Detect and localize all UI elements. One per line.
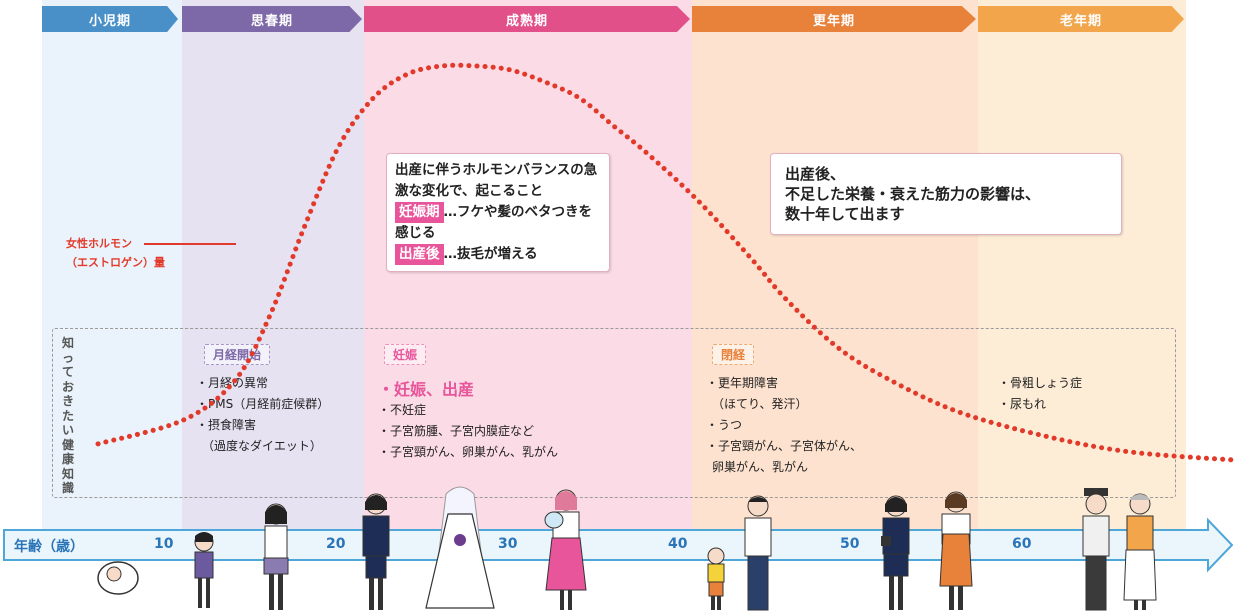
callout-item-pregnancy: 妊娠期…フケや髪のベタつきを感じる xyxy=(395,202,601,244)
middle-aged-woman-figure xyxy=(881,495,910,610)
hormone-label-leader xyxy=(144,243,236,245)
elderly-woman-figure xyxy=(1123,493,1157,610)
age-tick-40: 40 xyxy=(668,536,688,552)
small-child-figure xyxy=(707,547,725,610)
band-senior xyxy=(978,0,1186,530)
band-menopause xyxy=(692,0,978,530)
age-tick-10: 10 xyxy=(154,536,174,552)
hormone-label-line2: （エストロゲン）量 xyxy=(66,256,165,269)
callout-item-text: …フケや髪のベタつきを感じる xyxy=(395,204,592,241)
list-item: ・骨粗しょう症 xyxy=(998,376,1083,390)
list-item: ・PMS（月経前症候群） xyxy=(196,397,330,411)
list-item: ・子宮筋腫、子宮内膜症など xyxy=(378,424,535,438)
age-axis-label: 年齢（歳） xyxy=(14,539,84,555)
list-item: ・摂食障害 xyxy=(196,418,257,432)
list-item: 卵巣がん、乳がん xyxy=(712,460,809,474)
callout-postpartum-hormone: 出産に伴うホルモンバランスの急激な変化で、起こること 妊娠期…フケや髪のベタつき… xyxy=(386,153,610,272)
phase-label: 思春期 xyxy=(250,13,293,29)
callout-long-term-effect: 出産後、 不足した栄養・衰えた筋力の影響は、 数十年して出ます xyxy=(770,153,1122,235)
maturity-health-list: ・不妊症 ・子宮筋腫、子宮内膜症など ・子宮頸がん、卵巣がん、乳がん xyxy=(378,400,558,463)
band-puberty xyxy=(182,0,364,530)
age-tick-20: 20 xyxy=(326,536,346,552)
age-tick-30: 30 xyxy=(498,536,518,552)
phase-label: 更年期 xyxy=(812,13,855,29)
puberty-health-list: ・月経の異常 ・PMS（月経前症候群） ・摂食障害 （過度なダイエット） xyxy=(196,373,329,457)
tag-postpartum: 出産後 xyxy=(395,244,444,265)
phase-header-childhood: 小児期 xyxy=(42,6,178,32)
badge-menopause: 閉経 xyxy=(712,344,755,365)
phase-header-puberty: 思春期 xyxy=(182,6,362,32)
list-item: ・子宮頸がん、子宮体がん、 xyxy=(706,439,863,453)
hormone-curve-label: 女性ホルモン （エストロゲン）量 xyxy=(66,234,165,272)
tag-pregnancy-period: 妊娠期 xyxy=(395,202,444,223)
health-knowledge-title: 知っておきたい健康知識 xyxy=(61,336,74,495)
list-item: ・月経の異常 xyxy=(196,376,269,390)
bride-figure xyxy=(425,486,495,609)
phase-header-menopause: 更年期 xyxy=(692,6,976,32)
hormone-label-line1: 女性ホルモン xyxy=(66,237,132,250)
callout-line: 数十年して出ます xyxy=(785,205,905,223)
young-man-figure xyxy=(744,495,772,611)
callout-item-text: …抜毛が増える xyxy=(443,246,538,262)
child-figure xyxy=(194,532,214,608)
hormone-curve-line xyxy=(95,62,1236,463)
list-item: ・不妊症 xyxy=(378,403,427,417)
professional-figure xyxy=(362,493,390,610)
callout-line: 出産後、 xyxy=(785,165,846,183)
phase-label: 成熟期 xyxy=(505,13,548,29)
phase-label: 老年期 xyxy=(1059,13,1102,29)
mother-figure xyxy=(544,489,587,610)
list-item: （ほてり、発汗） xyxy=(712,397,808,411)
apron-woman-figure xyxy=(939,491,973,610)
phase-header-maturity: 成熟期 xyxy=(364,6,690,32)
pregnancy-headline: ・妊娠、出産 xyxy=(378,380,475,399)
badge-pregnancy: 妊娠 xyxy=(384,344,427,365)
phase-header-senior: 老年期 xyxy=(978,6,1184,32)
baby-figure xyxy=(97,561,139,595)
menopause-health-list: ・更年期障害 （ほてり、発汗） ・うつ ・子宮頸がん、子宮体がん、 卵巣がん、乳… xyxy=(706,373,862,478)
phase-label: 小児期 xyxy=(88,13,131,29)
callout-text: 出産に伴うホルモンバランスの急激な変化で、起こること xyxy=(395,162,598,199)
list-item: ・子宮頸がん、卵巣がん、乳がん xyxy=(378,445,559,459)
age-tick-50: 50 xyxy=(840,536,860,552)
teen-figure xyxy=(263,503,289,610)
badge-menarche: 月経開始 xyxy=(204,344,271,365)
health-knowledge-box xyxy=(52,328,1176,498)
callout-item-postpartum: 出産後…抜毛が増える xyxy=(395,244,601,265)
age-tick-60: 60 xyxy=(1012,536,1032,552)
list-item: （過度なダイエット） xyxy=(202,439,322,453)
callout-line: 不足した栄養・衰えた筋力の影響は、 xyxy=(785,185,1041,203)
list-item: ・尿もれ xyxy=(998,397,1047,411)
senior-health-list: ・骨粗しょう症 ・尿もれ xyxy=(998,373,1082,415)
elderly-man-figure xyxy=(1082,488,1110,611)
list-item: ・うつ xyxy=(706,418,743,432)
list-item: ・更年期障害 xyxy=(706,376,779,390)
